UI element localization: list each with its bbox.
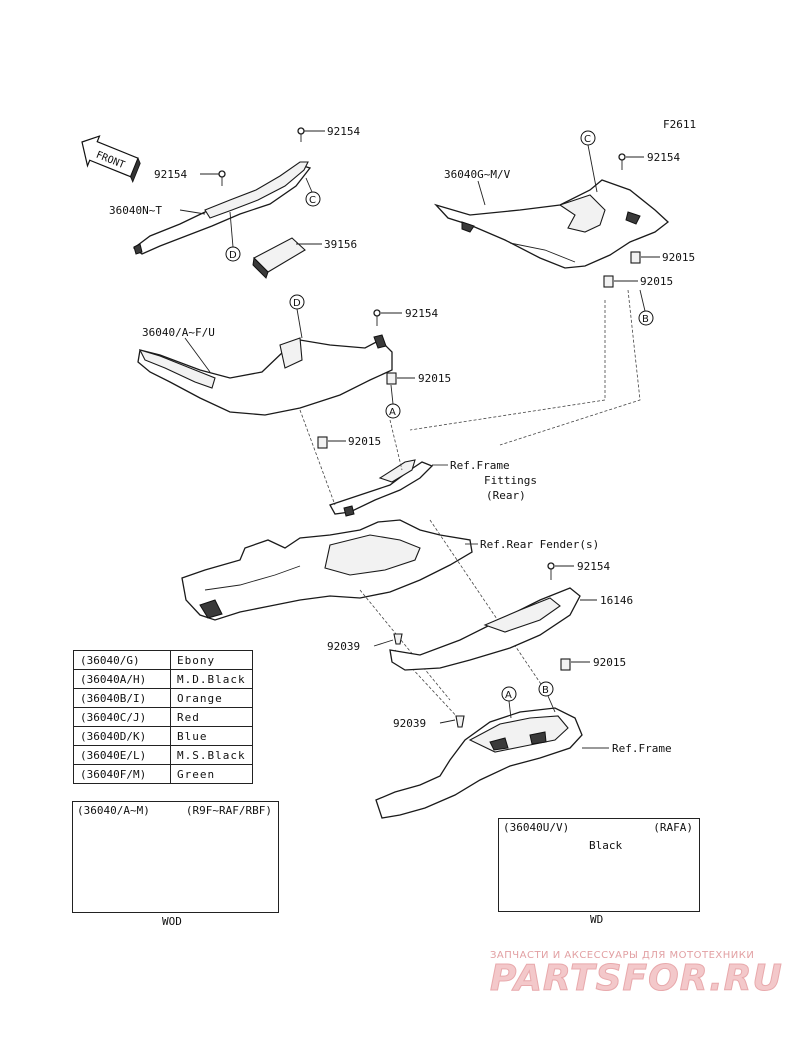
color-table-row: (36040A/H)M.D.Black <box>73 669 253 689</box>
callout-b: B <box>642 314 649 325</box>
part-36040g-m-v-cover <box>433 179 670 269</box>
part-label-92154: 92154 <box>327 125 360 138</box>
color-table-row: (36040B/I)Orange <box>73 688 253 708</box>
variant-left-model: (R9F~RAF/RBF) <box>185 804 272 817</box>
variant-left-caption: WOD <box>162 915 182 928</box>
color-table-row: (36040D/K)Blue <box>73 726 253 746</box>
collar-icon <box>317 436 328 449</box>
part-label-92154: 92154 <box>647 151 680 164</box>
part-36040n-t-rail <box>132 161 312 255</box>
screw-icon <box>297 127 305 142</box>
part-label-36040-a-f-u: 36040/A~F/U <box>142 326 215 339</box>
part-label-16146: 16146 <box>600 594 633 607</box>
color-name: Green <box>170 764 253 784</box>
variant-right-code: (36040U/V) <box>503 821 570 834</box>
callout-a: A <box>505 690 512 701</box>
color-table-row: (36040/G)Ebony <box>73 650 253 670</box>
color-code: (36040B/I) <box>73 688 171 708</box>
color-code: (36040D/K) <box>73 726 171 746</box>
color-code: (36040A/H) <box>73 669 171 689</box>
collar-icon <box>630 251 641 264</box>
part-39156-pad <box>252 237 306 279</box>
watermark: ЗАПЧАСТИ И АКСЕССУАРЫ ДЛЯ МОТОТЕХНИКИ PA… <box>490 950 790 997</box>
part-label-92015: 92015 <box>348 435 381 448</box>
screw-icon <box>618 153 626 170</box>
part-label-92154: 92154 <box>154 168 187 181</box>
collar-icon <box>386 372 397 385</box>
screw-icon <box>373 309 381 326</box>
collar-icon <box>560 658 571 671</box>
variant-right-caption: WD <box>590 913 604 926</box>
callout-a: A <box>389 407 396 418</box>
clip-icon <box>455 715 465 728</box>
screw-icon <box>547 562 555 580</box>
figure-id: F2611 <box>663 118 696 131</box>
color-name: Orange <box>170 688 253 708</box>
collar-icon <box>603 275 614 288</box>
ref-frame-fittings-line1: Ref.Frame <box>450 459 510 472</box>
part-16146-bracket <box>389 587 581 671</box>
part-label-92154: 92154 <box>405 307 438 320</box>
color-name: M.D.Black <box>170 669 253 689</box>
part-label-92015: 92015 <box>640 275 673 288</box>
color-table-row: (36040F/M)Green <box>73 764 253 784</box>
part-label-36040g-m-v: 36040G~M/V <box>444 168 511 181</box>
callout-d: D <box>229 250 237 261</box>
callout-d: D <box>293 298 301 309</box>
part-label-92015: 92015 <box>593 656 626 669</box>
color-name: Ebony <box>170 650 253 670</box>
callout-c: C <box>309 195 316 206</box>
ref-frame: Ref.Frame <box>612 742 672 755</box>
color-name: M.S.Black <box>170 745 253 765</box>
color-code: (36040/G) <box>73 650 171 670</box>
color-code: (36040F/M) <box>73 764 171 784</box>
part-label-92039: 92039 <box>393 717 426 730</box>
rear-fender <box>181 519 473 621</box>
clip-icon <box>393 633 403 645</box>
variant-box-right: (36040U/V) (RAFA) Black <box>498 818 700 912</box>
part-label-39156: 39156 <box>324 238 357 251</box>
ref-frame-fittings-line3: (Rear) <box>486 489 526 502</box>
variant-right-model: (RAFA) <box>653 821 693 834</box>
lower-tail-cover <box>375 707 583 819</box>
color-name: Blue <box>170 726 253 746</box>
watermark-logo: PARTSFOR.RU <box>490 958 783 999</box>
part-label-92015: 92015 <box>418 372 451 385</box>
color-code: (36040E/L) <box>73 745 171 765</box>
callout-c: C <box>584 134 591 145</box>
variant-box-left: (36040/A~M) (R9F~RAF/RBF) <box>72 801 279 913</box>
variant-left-code: (36040/A~M) <box>77 804 150 817</box>
callout-b: B <box>542 685 549 696</box>
color-table: (36040/G)Ebony(36040A/H)M.D.Black(36040B… <box>73 650 253 784</box>
part-label-92039: 92039 <box>327 640 360 653</box>
frame-fittings-bracket <box>329 459 434 517</box>
variant-right-note: Black <box>589 839 623 852</box>
color-table-row: (36040C/J)Red <box>73 707 253 727</box>
color-code: (36040C/J) <box>73 707 171 727</box>
part-label-92015: 92015 <box>662 251 695 264</box>
screw-icon <box>218 170 226 186</box>
part-label-92154: 92154 <box>577 560 610 573</box>
color-name: Red <box>170 707 253 727</box>
part-label-36040n-t: 36040N~T <box>109 204 162 217</box>
ref-frame-fittings-line2: Fittings <box>484 474 537 487</box>
ref-rear-fender: Ref.Rear Fender(s) <box>480 538 599 551</box>
watermark-caption: ЗАПЧАСТИ И АКСЕССУАРЫ ДЛЯ МОТОТЕХНИКИ <box>490 950 755 961</box>
part-36040-a-f-u-cover <box>137 334 393 416</box>
front-arrow-icon: FRONT <box>81 135 141 183</box>
color-table-row: (36040E/L)M.S.Black <box>73 745 253 765</box>
